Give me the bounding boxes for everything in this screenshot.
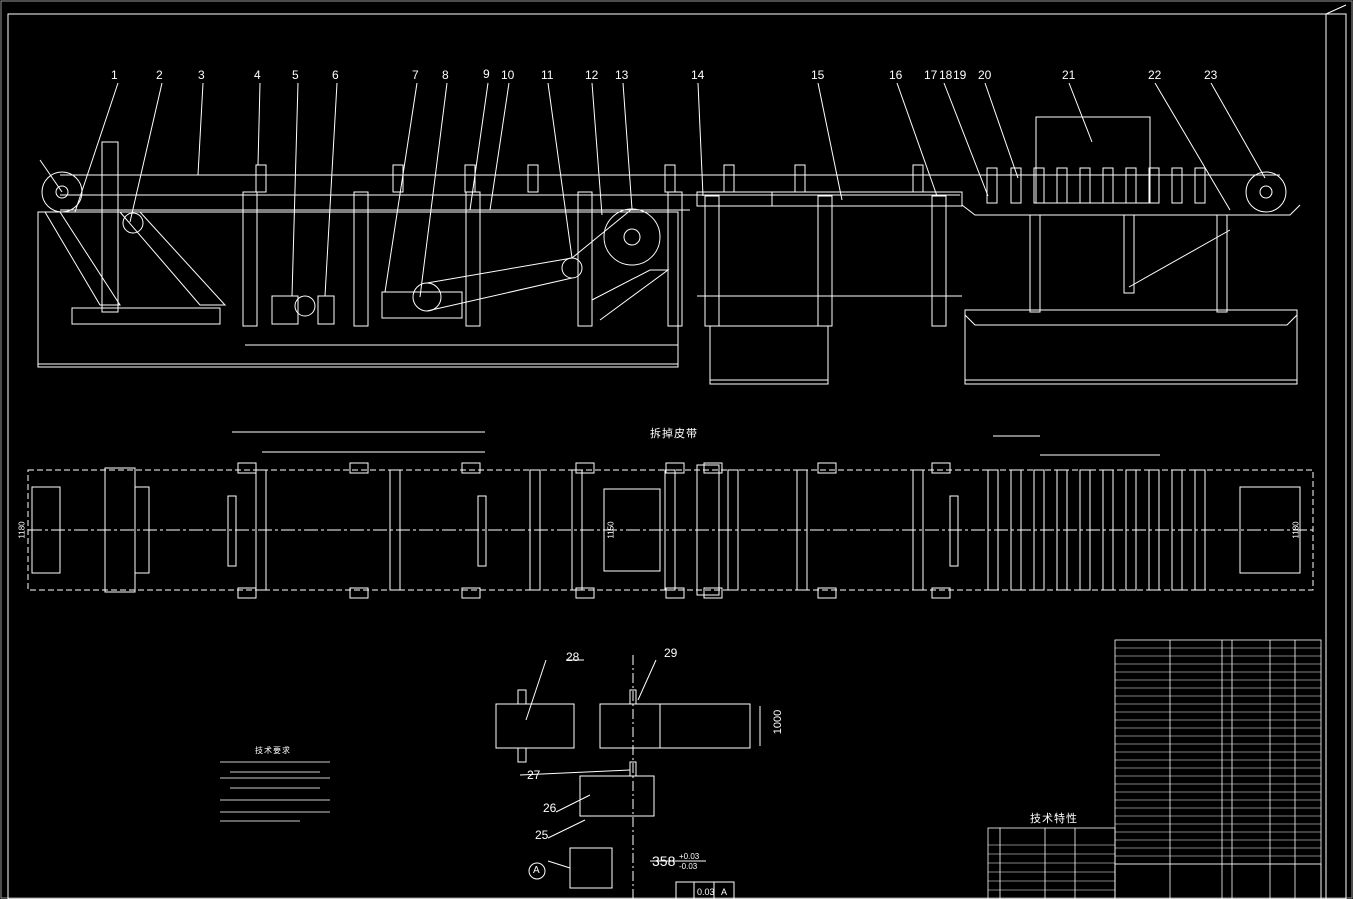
part-number-7: 7	[412, 68, 419, 82]
tech-requirements-text	[220, 761, 330, 822]
part-number-21: 21	[1062, 68, 1076, 82]
flatness-datum: A	[721, 887, 728, 897]
plan-idler-groups	[227, 464, 1206, 596]
elevation-view	[37, 82, 1301, 385]
part-number-19: 19	[953, 68, 967, 82]
technical-features-title: 技术特性	[1030, 812, 1078, 825]
dimension-1000: 1000	[772, 709, 785, 735]
part-number-11: 11	[541, 68, 554, 82]
part-number-22: 22	[1148, 68, 1162, 82]
tolerance-upper: +0.03	[679, 852, 700, 861]
tech-requirements-title: 技术要求	[255, 746, 291, 755]
part-number-8: 8	[442, 68, 449, 82]
parts-list-rows	[1115, 647, 1321, 865]
part-number-20: 20	[978, 68, 992, 82]
carrier-idlers	[255, 164, 1206, 204]
part-number-13: 13	[615, 68, 629, 82]
part-number-23: 23	[1204, 68, 1218, 82]
part-number-3: 3	[198, 68, 205, 82]
part-number-28: 28	[566, 650, 580, 664]
tech-features-table	[987, 827, 1116, 899]
plan-view-title: 拆掉皮带	[650, 427, 698, 440]
part-number-5: 5	[292, 68, 299, 82]
datum-a-label: A	[533, 865, 540, 876]
plan-width-mid: 1150	[606, 521, 616, 539]
part-number-6: 6	[332, 68, 339, 82]
part-number-4: 4	[254, 68, 261, 82]
tolerance-lower: -0.03	[679, 862, 698, 871]
part-number-9: 9	[483, 67, 490, 81]
part-number-18: 18	[939, 68, 953, 82]
part-number-15: 15	[811, 68, 825, 82]
support-legs	[242, 191, 947, 327]
part-number-12: 12	[585, 68, 599, 82]
flatness-value: 0.03	[697, 887, 715, 897]
plan-width-left: 1180	[17, 521, 27, 539]
part-number-29: 29	[664, 646, 678, 660]
plan-view	[27, 431, 1314, 599]
parts-list	[1114, 639, 1322, 899]
detail-view	[495, 655, 761, 899]
plan-leg-pads	[237, 462, 951, 599]
part-number-17: 17	[924, 68, 938, 82]
leader-lines	[74, 82, 1266, 298]
dimension-358: 358	[652, 853, 676, 869]
part-number-16: 16	[889, 68, 903, 82]
part-number-14: 14	[691, 68, 705, 82]
part-number-10: 10	[501, 68, 515, 82]
part-number-25: 25	[535, 828, 549, 842]
part-number-26: 26	[543, 801, 557, 815]
part-number-27: 27	[527, 768, 541, 782]
plan-width-right: 1180	[1291, 521, 1301, 539]
part-number-2: 2	[156, 68, 163, 82]
part-number-1: 1	[111, 68, 118, 82]
